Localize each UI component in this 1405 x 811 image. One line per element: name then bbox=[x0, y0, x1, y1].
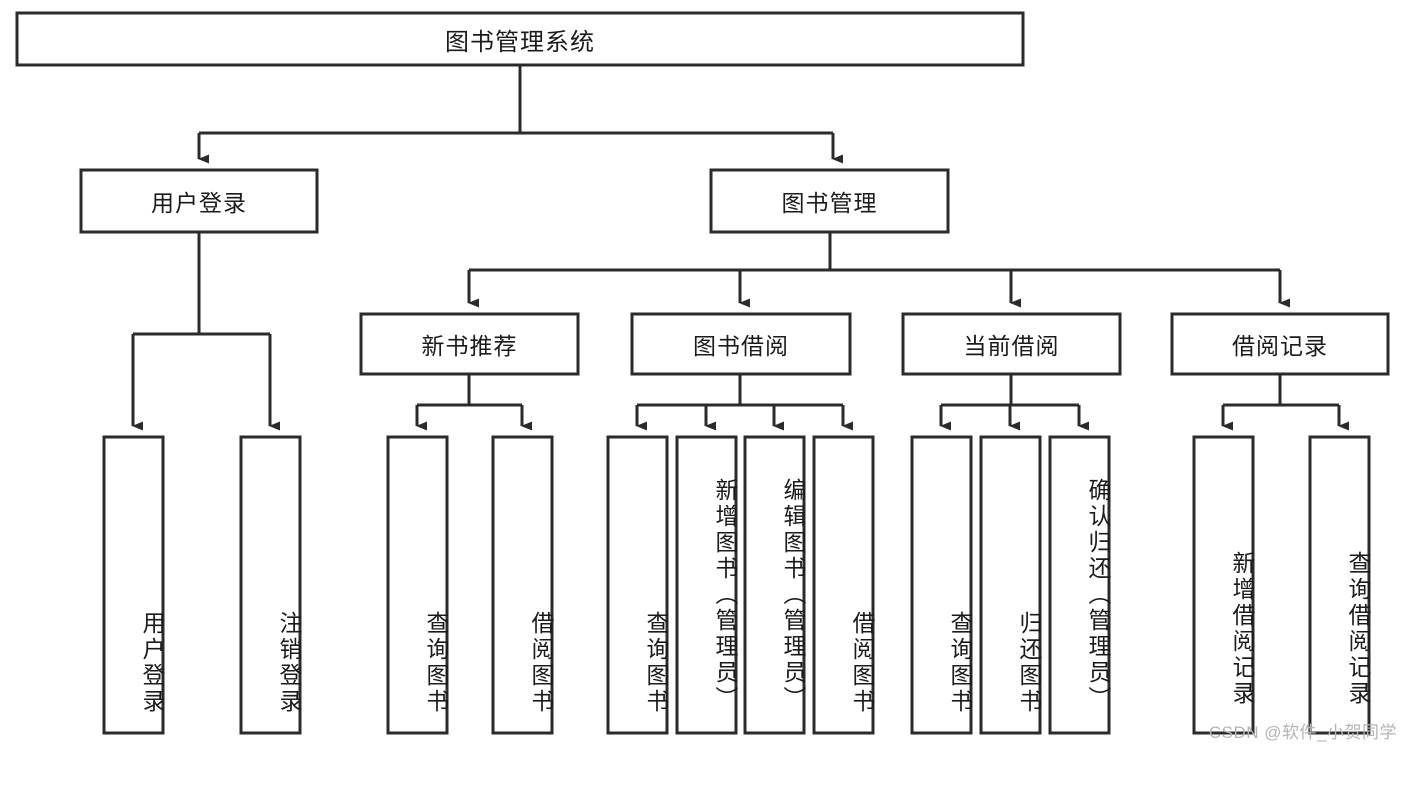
connector-bookmgmt-to-level2 bbox=[467, 232, 1290, 308]
node-box-leaf-logout[interactable] bbox=[239, 435, 302, 735]
node-box-leaf-query-record[interactable] bbox=[1308, 435, 1371, 735]
node-box-leaf-borrow-book-2[interactable] bbox=[812, 435, 875, 735]
node-box-leaf-query-book-2[interactable] bbox=[606, 435, 669, 735]
node-box-leaf-edit-book[interactable] bbox=[743, 435, 806, 735]
connector-bookborrow-to-leaves bbox=[635, 374, 853, 431]
node-box-new-book-recommend[interactable] bbox=[359, 312, 580, 376]
connector-newbook-to-leaves bbox=[415, 374, 532, 431]
node-box-root[interactable] bbox=[15, 11, 1025, 67]
connector-userlogin-to-leaves bbox=[131, 232, 280, 431]
node-box-leaf-add-record[interactable] bbox=[1192, 435, 1255, 735]
node-box-leaf-user-login[interactable] bbox=[102, 435, 165, 735]
connector-borrowrecord-to-leaves bbox=[1221, 374, 1349, 431]
node-box-book-borrow[interactable] bbox=[630, 312, 852, 376]
connector-root-to-level1 bbox=[197, 65, 843, 164]
node-box-leaf-add-book[interactable] bbox=[675, 435, 738, 735]
diagram-canvas-root: 图书管理系统 用户登录 图书管理 新书推荐 图书借阅 当前借阅 借阅记录 用户登… bbox=[15, 11, 1397, 742]
node-box-leaf-borrow-book-1[interactable] bbox=[491, 435, 554, 735]
node-box-leaf-return-book[interactable] bbox=[979, 435, 1042, 735]
node-box-leaf-query-book-1[interactable] bbox=[386, 435, 449, 735]
node-box-borrow-record[interactable] bbox=[1170, 312, 1390, 376]
node-box-current-borrow[interactable] bbox=[901, 312, 1122, 376]
node-box-leaf-query-book-3[interactable] bbox=[910, 435, 973, 735]
node-box-user-login[interactable] bbox=[79, 168, 319, 234]
connector-currentborrow-to-leaves bbox=[939, 374, 1089, 431]
diagram-svg bbox=[15, 11, 1390, 735]
node-box-book-management[interactable] bbox=[709, 168, 950, 234]
node-box-leaf-confirm-return[interactable] bbox=[1048, 435, 1111, 735]
